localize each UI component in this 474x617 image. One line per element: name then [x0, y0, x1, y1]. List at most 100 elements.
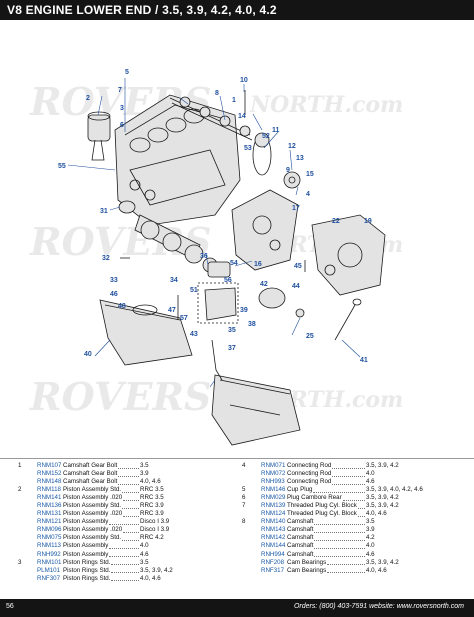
- part-description: Piston Assembly Std.: [63, 486, 122, 494]
- part-number[interactable]: RNM121: [37, 518, 62, 526]
- dot-leader: [358, 515, 365, 517]
- part-description: Piston Rings Std.: [63, 558, 111, 566]
- fitment: 3.5: [140, 462, 149, 469]
- fitment: 4.0, 4.6: [366, 510, 387, 518]
- part-number[interactable]: RNM124: [261, 510, 286, 518]
- part-number[interactable]: RNM107: [37, 462, 62, 469]
- part-number[interactable]: RNM096: [37, 526, 62, 534]
- timing-cover-drawing: [231, 189, 299, 271]
- exploded-parts-diagram: ROVERS NORTH.com ROVERS NORTH.com ROVERS…: [0, 20, 474, 458]
- fitment: Disco I 3.9: [140, 518, 170, 526]
- fitment: 4.6: [366, 478, 375, 486]
- part-number[interactable]: RNH992: [37, 550, 61, 558]
- callout-label: 52: [262, 133, 270, 140]
- callout-label: 33: [110, 277, 118, 284]
- item-number: 1: [18, 462, 22, 469]
- part-description: Camshaft Gear Bolt: [63, 462, 118, 469]
- callout-label: 57: [180, 315, 188, 322]
- part-number[interactable]: RNM142: [261, 534, 286, 542]
- callout-label: 39: [240, 307, 248, 314]
- part-number[interactable]: RNF317: [261, 566, 285, 574]
- page-title: V8 ENGINE LOWER END / 3.5, 3.9, 4.2, 4.0…: [7, 3, 277, 17]
- callout-label: 22: [332, 218, 340, 225]
- callout-label: 6: [120, 122, 124, 129]
- part-number[interactable]: RNM139: [261, 502, 286, 510]
- callout-label: 4: [306, 191, 310, 198]
- part-number[interactable]: RNF307: [37, 574, 61, 582]
- dot-leader: [123, 531, 139, 533]
- part-number[interactable]: RNM144: [261, 542, 286, 550]
- part-number[interactable]: RNM141: [37, 494, 62, 502]
- fitment: 4.6: [366, 550, 375, 558]
- callout-label: 37: [228, 345, 236, 352]
- part-number[interactable]: RNH993: [261, 478, 285, 486]
- part-number[interactable]: RNM071: [261, 462, 286, 469]
- part-number[interactable]: RNM140: [261, 518, 286, 526]
- part-number[interactable]: RNM152: [37, 470, 62, 478]
- part-number[interactable]: RNM075: [37, 534, 62, 542]
- fitment: 4.0: [366, 542, 375, 550]
- dot-leader: [123, 515, 139, 517]
- part-description: Camshaft: [287, 534, 314, 542]
- part-number[interactable]: RNM148: [37, 478, 62, 486]
- dot-leader: [314, 523, 365, 525]
- item-number: 2: [18, 486, 22, 494]
- part-number[interactable]: RNM113: [37, 542, 61, 550]
- dot-leader: [123, 499, 139, 501]
- callout-label: 35: [228, 327, 236, 334]
- rear-seal-drawing: [118, 200, 136, 214]
- callout-label: 56: [224, 277, 232, 284]
- part-number[interactable]: RNM131: [37, 510, 62, 518]
- dot-leader: [109, 547, 139, 549]
- part-description: Piston Assembly Std.: [63, 502, 122, 510]
- dot-leader: [327, 572, 365, 574]
- part-number[interactable]: RNM146: [261, 486, 286, 494]
- callout-label: 9: [286, 167, 290, 174]
- callout-label: 53: [244, 145, 252, 152]
- title-bar: V8 ENGINE LOWER END / 3.5, 3.9, 4.2, 4.0…: [0, 0, 474, 20]
- fitment: 3.5: [366, 518, 375, 526]
- callout-label: 31: [100, 208, 108, 215]
- callout-label: 47: [168, 307, 176, 314]
- part-description: Piston Rings Std.: [63, 566, 111, 574]
- dot-leader: [118, 467, 139, 469]
- dot-leader: [343, 499, 365, 501]
- part-number[interactable]: RNM118: [37, 486, 61, 494]
- fitment: RRC 4.2: [140, 534, 164, 542]
- watermark-brand-3: ROVERS: [29, 374, 211, 419]
- fitment: Disco I 3.9: [140, 526, 170, 534]
- watermark-domain-1: NORTH.com: [249, 92, 403, 118]
- part-description: Cup Plug: [287, 486, 313, 494]
- part-number[interactable]: PLM101: [37, 566, 61, 574]
- part-number[interactable]: RNF208: [261, 558, 285, 566]
- fitment: RRC 3.9: [140, 510, 164, 518]
- part-number[interactable]: RNH994: [261, 550, 285, 558]
- callout-label: 17: [292, 205, 300, 212]
- part-number[interactable]: RNM072: [261, 470, 286, 478]
- part-description: Connecting Rod: [287, 470, 332, 478]
- item-number: 8: [242, 518, 246, 526]
- bolts-drawing: [120, 90, 306, 320]
- part-number[interactable]: RNM101: [37, 558, 62, 566]
- dot-leader: [118, 475, 139, 477]
- part-description: Connecting Rod: [287, 462, 332, 469]
- dot-leader: [313, 491, 365, 493]
- callout-label: 48: [118, 303, 126, 310]
- part-description: Threaded Plug Cyl. Block: [287, 502, 357, 510]
- part-description: Camshaft: [287, 550, 314, 558]
- callout-label: 11: [272, 127, 280, 134]
- callout-label: 54: [230, 260, 238, 267]
- dot-leader: [332, 483, 365, 485]
- oil-pan-lower-drawing: [211, 374, 301, 446]
- part-number[interactable]: RNM143: [261, 526, 286, 534]
- part-description: Camshaft: [287, 542, 314, 550]
- part-number[interactable]: RNM029: [261, 494, 286, 502]
- part-number[interactable]: RNM136: [37, 502, 62, 510]
